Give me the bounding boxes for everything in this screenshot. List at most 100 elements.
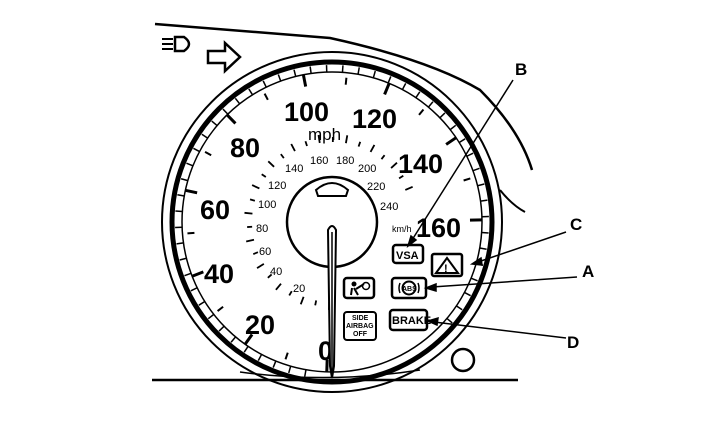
kmh-tick <box>261 173 267 178</box>
kmh-label-40: 40 <box>270 266 282 278</box>
headlight-icon <box>162 35 191 53</box>
outer-tick <box>387 76 392 84</box>
mph-tick <box>225 113 237 125</box>
mph-tick <box>216 305 224 312</box>
mph-scale: 0 20 40 60 80 100 120 140 160 <box>200 97 461 366</box>
kmh-label-120: 120 <box>268 180 286 192</box>
dash-right-outline <box>499 189 526 213</box>
vsa-indicator: VSA <box>391 243 425 265</box>
mph-unit-label: mph <box>308 125 341 144</box>
mph-label-120: 120 <box>352 104 397 134</box>
mph-tick <box>191 270 204 278</box>
mph-label-60: 60 <box>200 195 230 225</box>
kmh-scale: 20 40 60 80 100 120 140 160 180 200 220 … <box>256 155 398 295</box>
airbag-icon <box>350 281 371 296</box>
kmh-tick <box>299 296 305 305</box>
kmh-label-180: 180 <box>336 155 354 167</box>
callout-leaders <box>406 79 578 339</box>
kmh-tick <box>244 211 253 215</box>
outer-tick <box>427 101 434 108</box>
kmh-tick <box>256 263 265 269</box>
kmh-label-80: 80 <box>256 223 268 235</box>
mph-tick <box>463 177 471 182</box>
abs-indicator-label: ABS <box>402 286 417 293</box>
kmh-tick <box>267 273 273 279</box>
outer-tick <box>455 305 463 311</box>
kmh-label-200: 200 <box>358 163 376 175</box>
side-airbag-off-indicator: SIDE AIRBAG OFF <box>343 311 377 341</box>
kmh-tick <box>304 140 308 147</box>
outer-tick <box>480 199 488 202</box>
outer-tick <box>470 277 478 282</box>
mph-tick <box>187 231 195 235</box>
outer-tick <box>198 300 206 306</box>
kmh-label-20: 20 <box>293 283 305 295</box>
outer-tick <box>193 147 200 153</box>
kmh-label-140: 140 <box>285 163 303 175</box>
kmh-tick <box>345 135 349 144</box>
dash-lower-inner <box>239 369 421 379</box>
outer-tick <box>372 70 376 79</box>
mph-tick <box>383 82 391 95</box>
kmh-tick <box>369 144 376 153</box>
outer-tick <box>415 91 421 99</box>
outer-tick <box>472 167 480 172</box>
mph-label-140: 140 <box>398 149 443 179</box>
outer-tick <box>446 317 453 324</box>
kmh-tick <box>288 290 293 296</box>
outer-tick <box>277 74 282 82</box>
hazard-indicator: ! <box>430 252 464 278</box>
kmh-tick <box>357 141 362 147</box>
kmh-tick <box>390 161 398 169</box>
side-airbag-line-2: AIRBAG <box>346 323 374 330</box>
kmh-tick <box>290 143 296 152</box>
dash-upper-outline <box>154 22 534 171</box>
mph-tick <box>204 151 212 157</box>
outer-tick <box>357 67 361 75</box>
kmh-tick <box>380 154 386 160</box>
kmh-tick <box>251 184 260 190</box>
outer-tick <box>293 69 297 77</box>
warning-triangle-icon <box>434 256 460 274</box>
turn-signal-arrow-icon <box>206 40 242 74</box>
outer-tick <box>234 97 241 105</box>
outer-tick <box>449 124 457 131</box>
side-airbag-line-3: OFF <box>353 331 368 338</box>
mph-tick <box>185 188 198 195</box>
outer-tick <box>479 247 487 251</box>
outer-tick <box>230 336 237 343</box>
gauge-thick-ring <box>169 59 495 385</box>
outer-tick <box>201 133 209 139</box>
kmh-unit-label: km/h <box>392 224 412 234</box>
outer-tick <box>257 354 263 361</box>
outer-tick <box>211 120 218 127</box>
callout-c: C <box>570 215 582 234</box>
kmh-label-240: 240 <box>380 201 398 213</box>
outer-tick <box>207 313 215 320</box>
mph-label-20: 20 <box>245 310 275 340</box>
kmh-ticks <box>244 134 414 310</box>
callout-d: D <box>567 333 579 352</box>
kmh-label-60: 60 <box>259 246 271 258</box>
hazard-indicator-label: ! <box>444 263 448 275</box>
brake-indicator-label: BRAKE <box>392 315 431 327</box>
gauge-outer-ring <box>161 51 503 393</box>
outer-tick <box>248 88 254 96</box>
outer-tick <box>288 365 292 374</box>
kmh-tick <box>275 283 282 291</box>
mph-tick <box>344 77 348 85</box>
outer-tick <box>477 183 485 187</box>
outer-tick <box>243 345 249 353</box>
brake-indicator: BRAKE <box>388 308 431 332</box>
outer-tick <box>439 112 446 119</box>
kmh-tick <box>245 238 255 243</box>
outer-tick <box>180 178 189 182</box>
outer-tick <box>176 242 184 245</box>
outer-tick <box>303 369 307 377</box>
kmh-label-100: 100 <box>258 199 276 211</box>
side-airbag-line-1: SIDE <box>352 315 369 322</box>
outer-tick <box>186 162 194 167</box>
mph-tick <box>445 136 457 146</box>
outer-tick <box>272 360 277 368</box>
